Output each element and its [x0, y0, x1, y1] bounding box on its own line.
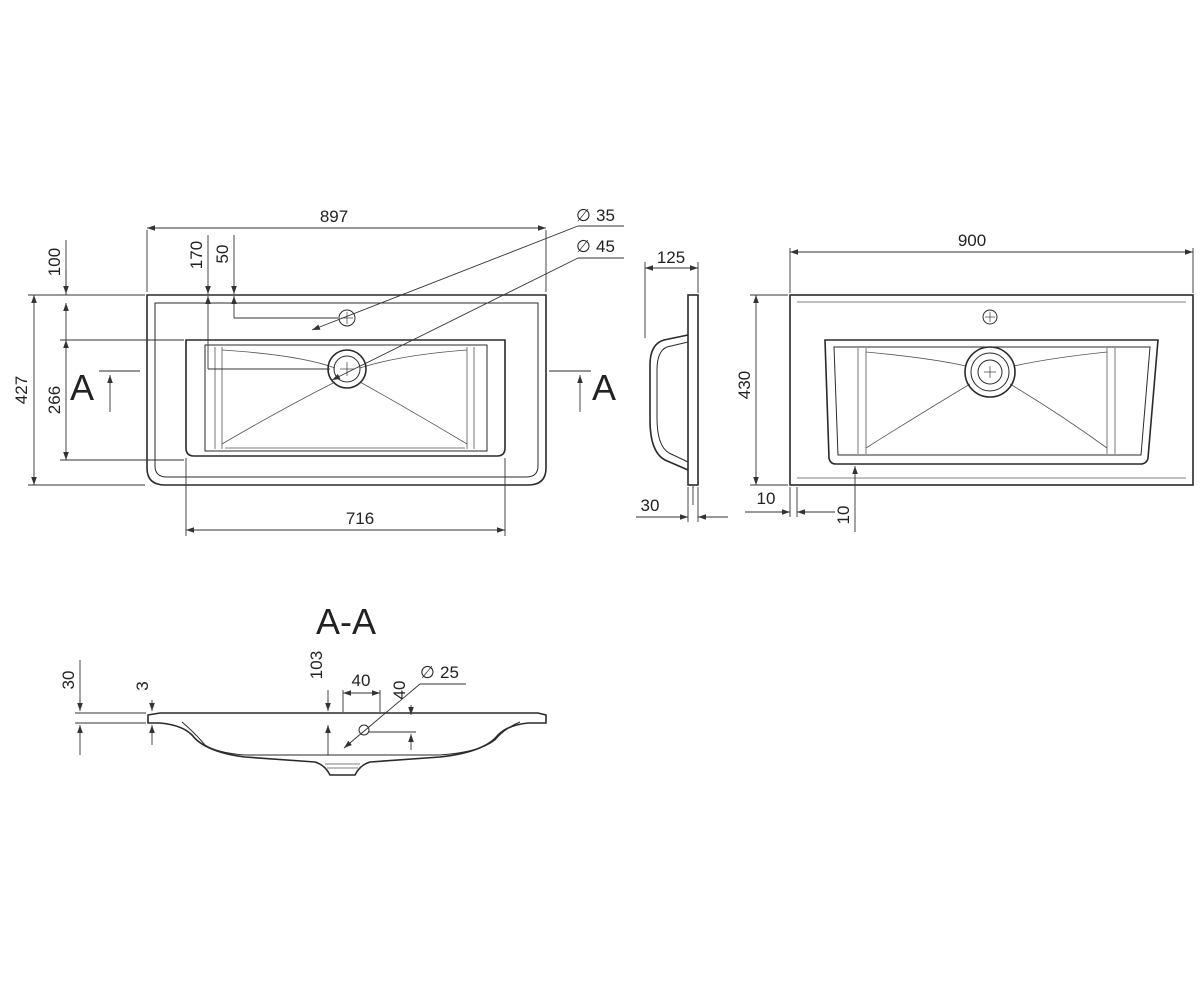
dim-716: 716 [346, 509, 374, 528]
dim-40-horizontal: 40 [352, 671, 371, 690]
dim-125: 125 [657, 248, 685, 267]
section-letter-left: A [70, 367, 94, 408]
dimension-back-width: 900 [789, 231, 1194, 293]
dim-10-vertical: 10 [834, 506, 853, 525]
dimension-front-to-bowl: 100 [45, 240, 69, 340]
section-view: A-A 30 3 103 40 [59, 601, 547, 776]
dim-10-horizontal: 10 [757, 489, 776, 508]
dimension-overflow-height: 40 [368, 681, 416, 750]
diameter-symbol-drain: ∅ [576, 237, 591, 256]
section-mark-left: A [70, 367, 140, 412]
leader-tap-hole: ∅ 35 [311, 206, 624, 331]
dim-50: 50 [213, 245, 232, 264]
dim-897: 897 [320, 207, 348, 226]
dim-900: 900 [958, 231, 986, 250]
section-profile [147, 712, 547, 776]
dimension-section-bowl-depth: 103 [307, 651, 331, 755]
dimension-front-to-drain: 170 [187, 235, 330, 370]
top-view-outline [146, 294, 547, 486]
leader-overflow: ∅ 25 [343, 663, 466, 749]
dim-100: 100 [45, 248, 64, 276]
section-mark-right: A [549, 367, 616, 412]
dimension-drain-offset: 40 [342, 671, 381, 712]
dimension-rim-thickness: 3 [133, 681, 155, 745]
dimension-back-offset-vertical: 10 [834, 466, 858, 532]
dimension-front-to-tap: 50 [213, 235, 338, 319]
dimension-bowl-width: 716 [185, 458, 506, 536]
side-view: 125 30 [636, 248, 728, 522]
dim-30-side: 30 [641, 496, 660, 515]
dimension-side-thickness: 30 [636, 487, 728, 522]
dimension-overall-width: 897 [146, 207, 547, 292]
dim-30-section: 30 [59, 671, 78, 690]
back-view: 900 430 10 10 [735, 231, 1194, 532]
dim-427: 427 [12, 376, 31, 404]
dim-430: 430 [735, 371, 754, 399]
section-title: A-A [316, 601, 376, 642]
diameter-symbol-tap: ∅ [576, 206, 591, 225]
dim-diameter-25: 25 [440, 663, 459, 682]
dim-103: 103 [307, 651, 326, 679]
top-view: 897 716 427 266 100 [12, 206, 624, 536]
dim-40-vertical: 40 [390, 681, 409, 700]
dim-266: 266 [45, 386, 64, 414]
dim-diameter-35: 35 [596, 206, 615, 225]
dimension-bowl-depth: 266 [45, 339, 184, 461]
back-view-outline [789, 294, 1194, 486]
dimension-side-depth: 125 [644, 248, 699, 338]
section-letter-right: A [592, 367, 616, 408]
dimension-back-depth: 430 [735, 294, 788, 486]
dim-3: 3 [133, 681, 152, 690]
diameter-symbol-overflow: ∅ [420, 663, 435, 682]
dimension-back-offset-horizontal: 10 [745, 487, 835, 517]
dimension-overall-depth: 427 [12, 294, 145, 486]
dimension-rim-height: 30 [59, 660, 146, 755]
dim-170: 170 [187, 241, 206, 269]
side-view-outline [649, 294, 699, 505]
leader-drain: ∅ 45 [331, 237, 624, 381]
dim-diameter-45: 45 [596, 237, 615, 256]
